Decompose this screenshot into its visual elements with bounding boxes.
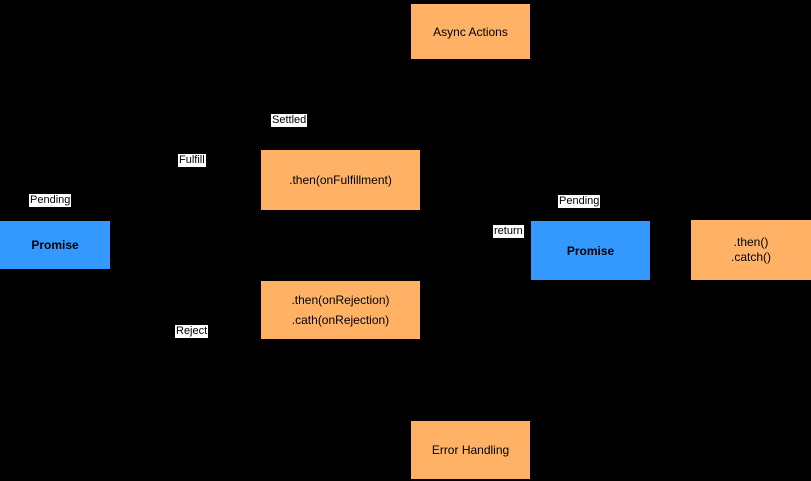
edge-label-pending-left: Pending: [29, 194, 72, 207]
cath-onrejection-label: .cath(onRejection): [291, 313, 390, 327]
async-actions-label: Async Actions: [433, 24, 508, 39]
then-onrejection-node: .then(onRejection) .cath(onRejection): [261, 281, 420, 339]
then-onfulfillment-label: .then(onFulfillment): [289, 173, 392, 187]
catch-label: .catch(): [730, 250, 771, 264]
error-handling-node: Error Handling: [411, 421, 530, 479]
then-onfulfillment-node: .then(onFulfillment): [261, 150, 420, 210]
error-handling-label: Error Handling: [431, 443, 510, 457]
edge-label-settled: Settled: [271, 114, 308, 127]
then-onrejection-label: .then(onRejection): [291, 293, 390, 307]
edge-label-pending-right: Pending: [558, 195, 601, 208]
then-label: .then(): [733, 235, 769, 249]
promise-right-node: Promise: [531, 221, 650, 280]
edge-label-fulfill: Fulfill: [178, 154, 206, 167]
promise-left-label: Promise: [31, 238, 79, 252]
promise-left-node: Promise: [0, 221, 110, 269]
async-actions-node: Async Actions: [411, 4, 530, 59]
edge-label-return: return: [493, 225, 524, 238]
promise-right-label: Promise: [566, 243, 615, 258]
then-catch-node: .then() .catch(): [691, 220, 811, 280]
edge-label-reject: Reject: [175, 325, 209, 338]
